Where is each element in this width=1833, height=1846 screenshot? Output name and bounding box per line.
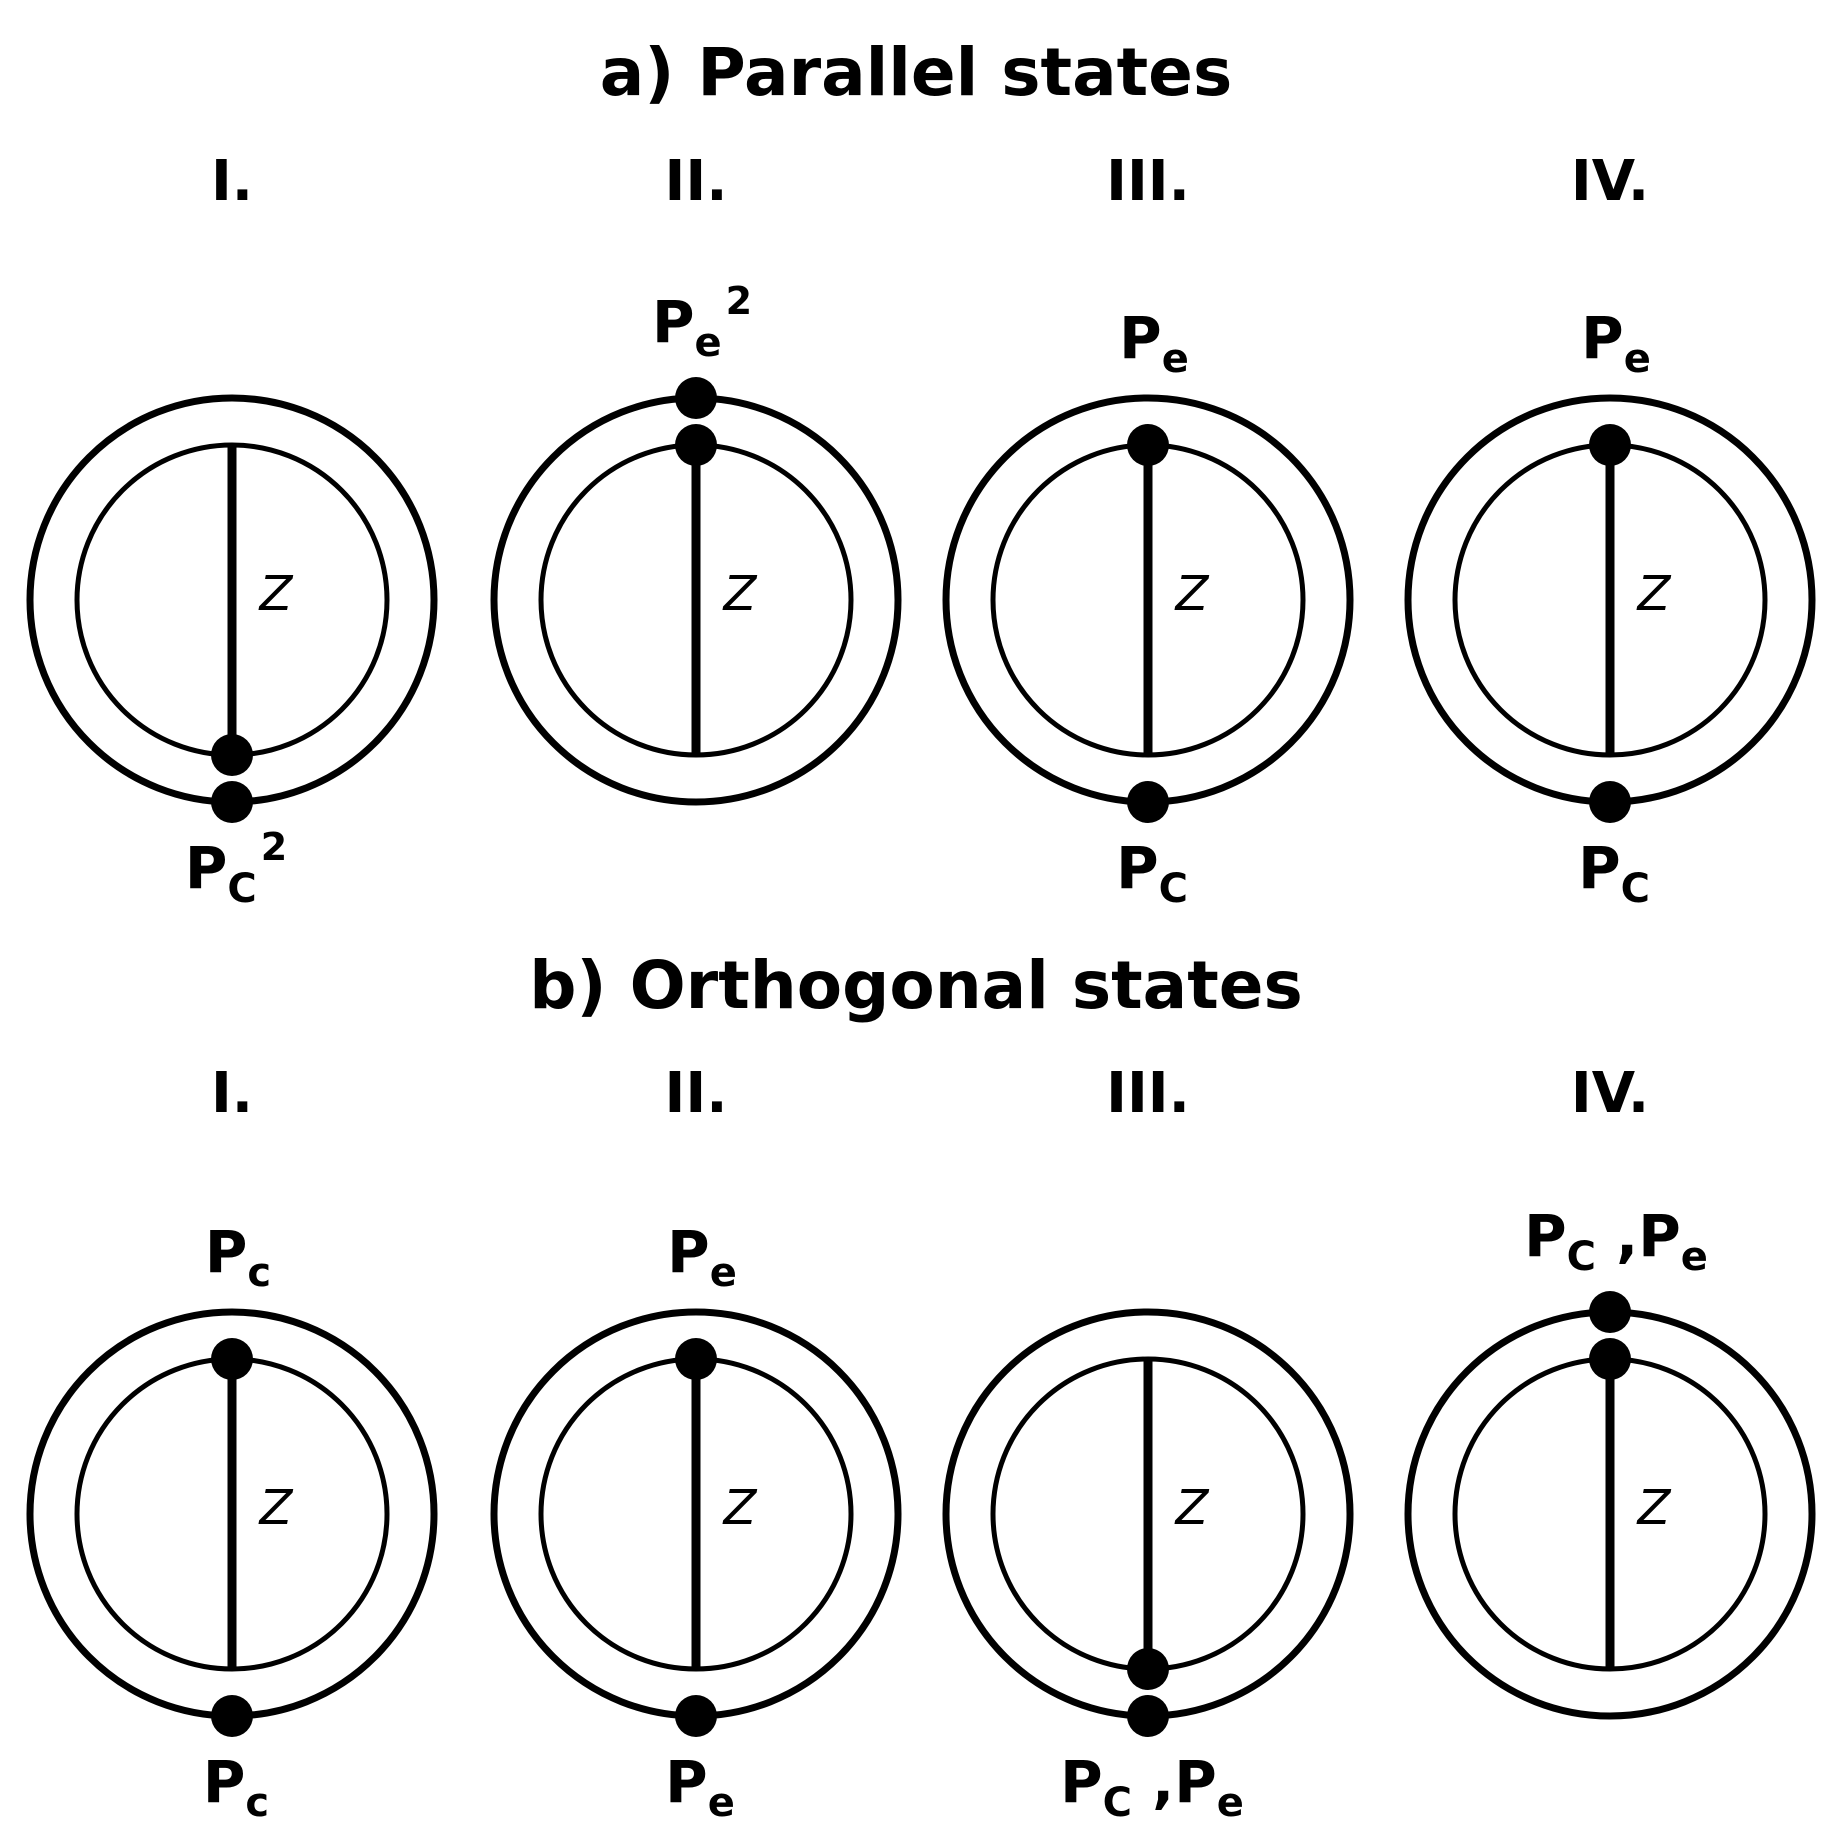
dot-outer-bottom [1127,1695,1169,1737]
top-label: Pe2 [652,279,752,366]
panel-roman-label: I. [211,149,253,214]
z-axis-label: Z [258,1480,294,1536]
panel-roman-label: III. [1106,149,1190,214]
dot-outer-bottom [1589,781,1631,823]
dot-inner-top [675,424,717,466]
section-title-parallel: a) Parallel states [600,34,1232,111]
dot-outer-bottom [211,1695,253,1737]
top-label: PC ,Pe [1524,1202,1708,1280]
dot-inner-top [675,1338,717,1380]
bottom-label: PC ,Pe [1060,1748,1244,1826]
bottom-label: PC [1578,834,1650,912]
z-axis-label: Z [1174,566,1210,622]
top-label: Pe [667,1218,737,1296]
dot-outer-bottom [211,781,253,823]
panel-roman-label: IV. [1571,1061,1649,1126]
panel-roman-label: II. [665,149,728,214]
z-axis-label: Z [722,566,758,622]
state-panel: IV. Z PC ,Pe [1404,1061,1816,1720]
dot-inner-top [211,1338,253,1380]
state-panel: I. Z PC2 [26,149,438,912]
dot-inner-top [1127,424,1169,466]
dot-inner-top [1589,424,1631,466]
state-panel: II. Z Pe2 [490,149,902,806]
panel-roman-label: I. [211,1061,253,1126]
dot-inner-top [1589,1338,1631,1380]
z-axis-label: Z [1174,1480,1210,1536]
section-title-orthogonal: b) Orthogonal states [529,947,1303,1024]
bottom-label: PC [1116,834,1188,912]
dot-inner-bottom [1127,1648,1169,1690]
bottom-label: Pe [665,1748,735,1826]
top-label: Pc [205,1218,271,1296]
bottom-label: PC2 [185,825,287,912]
z-axis-label: Z [1636,1480,1672,1536]
bottom-label: Pc [203,1748,269,1826]
z-axis-label: Z [722,1480,758,1536]
panel-roman-label: III. [1106,1061,1190,1126]
dot-outer-top [1589,1291,1631,1333]
z-axis-label: Z [258,566,294,622]
dot-outer-bottom [1127,781,1169,823]
state-panel: III. Z PC ,Pe [942,1061,1354,1826]
panel-roman-label: IV. [1571,149,1649,214]
top-label: Pe [1581,304,1651,382]
dot-outer-top [675,377,717,419]
top-label: Pe [1119,304,1189,382]
z-axis-label: Z [1636,566,1672,622]
dot-outer-bottom [675,1695,717,1737]
dot-inner-bottom [211,734,253,776]
panel-roman-label: II. [665,1061,728,1126]
